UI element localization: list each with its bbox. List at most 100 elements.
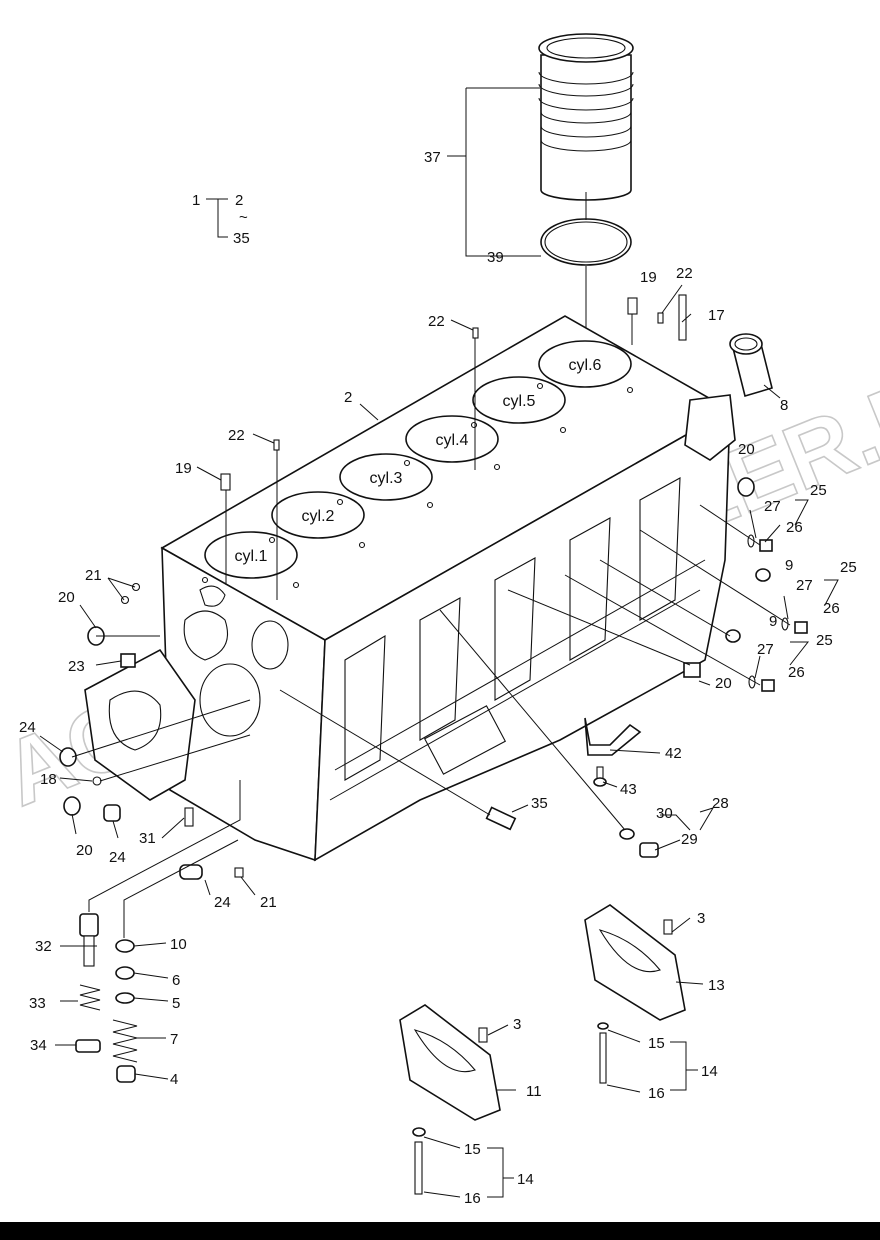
callout-31: 31 [139,830,156,847]
callout-30: 30 [656,805,673,822]
ring-18 [92,776,102,786]
callout-26: 26 [786,519,803,536]
pin-22-left [273,439,280,451]
cylinder-liner [538,33,634,201]
cyl-4-label: cyl.4 [436,432,469,449]
callout-21: 21 [260,894,277,911]
callout-42: 42 [665,745,682,762]
callout-16: 16 [464,1190,481,1207]
callout-27: 27 [764,498,781,515]
group-sep: ~ [239,209,248,226]
washer-6 [115,966,135,980]
bore-cyl-6 [538,340,632,388]
callout-9: 9 [785,557,793,574]
plug-26-27-c [748,675,775,692]
bolt-43 [593,766,607,787]
cyl-5-label: cyl.5 [503,393,536,410]
callout-39: 39 [487,249,504,266]
callout-32: 32 [35,938,52,955]
callout-10: 10 [170,936,187,953]
callout-26: 26 [823,600,840,617]
cylinder-block [160,315,732,862]
seat-4 [116,1065,136,1083]
sleeve-24-b [103,804,121,822]
plug-9-a [755,568,771,582]
sleeve-24-c [179,864,203,880]
callout-35: 35 [531,795,548,812]
plug-23 [120,653,136,668]
bearing-cap-11 [399,1004,501,1195]
dowel-pin-left [220,473,231,491]
callout-29: 29 [681,831,698,848]
plug-20-a [737,477,755,497]
plug-20-d [63,796,81,816]
callout-8: 8 [780,397,788,414]
cylinder-bores: cyl.1 cyl.2 cyl.3 cyl.4 cyl.5 cyl.6 [201,340,634,589]
callout-14: 14 [517,1171,534,1188]
bearing-cap-13 [584,904,686,1084]
washer-10 [115,939,135,953]
plug-29 [639,842,659,858]
dowel-pin-top [627,297,638,315]
callout-26: 26 [788,664,805,681]
group-note: 1 2 ~ 35 [192,192,250,247]
callout-34: 34 [30,1037,47,1054]
callout-3: 3 [513,1016,521,1033]
callout-25: 25 [840,559,857,576]
callout-21: 21 [85,567,102,584]
callout-5: 5 [172,995,180,1012]
footer-bar [0,1222,880,1240]
callout-20: 20 [715,675,732,692]
pin-22-center [472,327,479,339]
cyl-1-label: cyl.1 [235,548,268,565]
stud-17 [678,294,687,341]
plug-9-b [725,629,741,643]
liner-o-ring [540,218,632,266]
callout-43: 43 [620,781,637,798]
callout-20: 20 [76,842,93,859]
cyl-3-label: cyl.3 [370,470,403,487]
pin-22-right [657,312,664,324]
valve-piston-32 [79,913,99,937]
callout-18: 18 [40,771,57,788]
callout-20: 20 [738,441,755,458]
cyl-2-label: cyl.2 [302,508,335,525]
plug-21-a [131,582,141,592]
dowel-3-lower [478,1027,488,1043]
callout-6: 6 [172,972,180,989]
relief-valve-assembly [75,780,241,1083]
plug-21-c [234,867,244,878]
front-plate-opening [108,690,162,751]
callout-19: 19 [175,460,192,477]
callout-14: 14 [701,1063,718,1080]
callout-2: 2 [344,389,352,406]
callout-9: 9 [769,613,777,630]
plug-20-c [683,662,701,678]
callout-22: 22 [228,427,245,444]
bore-cyl-3 [339,453,433,501]
group-parent: 1 [192,192,200,209]
washer-30 [619,828,635,840]
cap-bolt-16-upper [599,1032,607,1084]
callout-15: 15 [464,1141,481,1158]
cap-bolt-16-lower [414,1141,423,1195]
spring-7 [112,1019,138,1063]
callout-27: 27 [757,641,774,658]
group-to: 35 [233,230,250,247]
callout-7: 7 [170,1031,178,1048]
piston-cooling-jet [584,717,642,756]
callout-33: 33 [29,995,46,1012]
callout-25: 25 [816,632,833,649]
callout-19: 19 [640,269,657,286]
bolt-31 [184,807,194,827]
washer-5 [115,992,135,1004]
callout-15: 15 [648,1035,665,1052]
callout-27: 27 [796,577,813,594]
callout-24: 24 [214,894,231,911]
bore-cyl-5 [472,376,566,424]
callout-3: 3 [697,910,705,927]
callout-28: 28 [712,795,729,812]
callout-24: 24 [19,719,36,736]
